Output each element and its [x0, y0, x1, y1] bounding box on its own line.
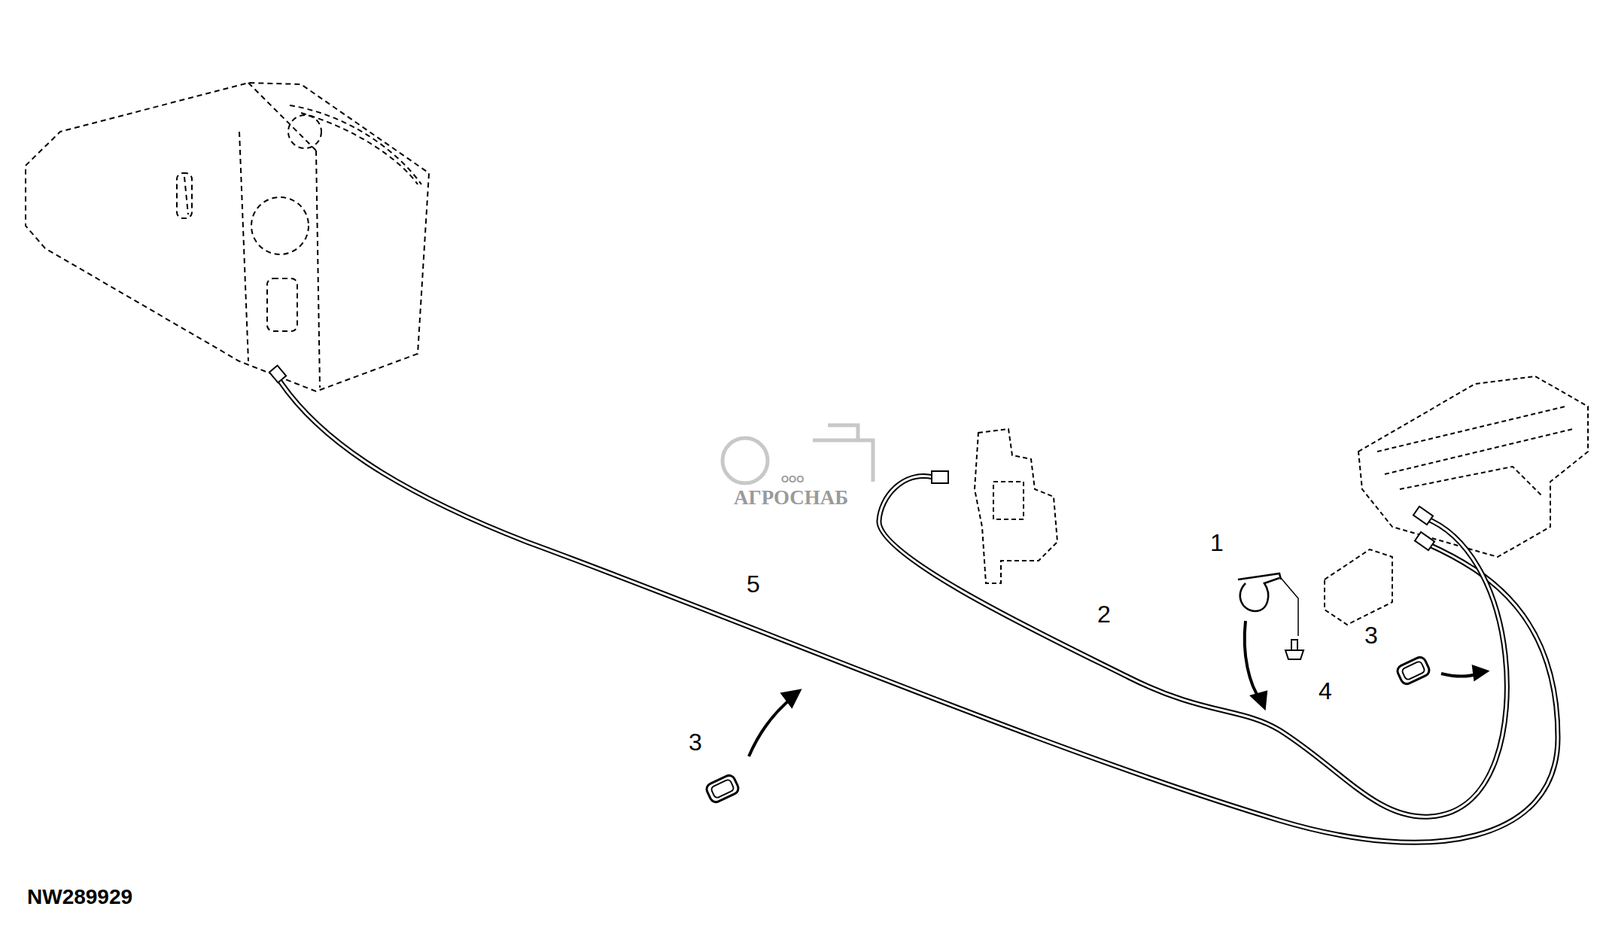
watermark-logo	[722, 425, 874, 484]
callout-number: 3	[1364, 623, 1378, 648]
valve-outline	[974, 428, 1058, 584]
bolt-part	[1285, 639, 1304, 660]
callout-number: 1	[1210, 530, 1224, 555]
callout-number: 3	[688, 730, 703, 755]
callout-number: 2	[1097, 602, 1111, 627]
seal-part	[704, 655, 1431, 804]
clamp-part	[1238, 573, 1299, 636]
install-arrow	[748, 620, 1487, 757]
hose-2	[879, 476, 1507, 818]
valve-bank-outline	[1324, 376, 1588, 625]
hose-fitting	[269, 365, 1435, 551]
hose-5	[277, 377, 1558, 843]
watermark-text: ООО	[781, 474, 804, 484]
tank-outline	[25, 82, 429, 392]
watermark-text: АГРОСНАБ	[733, 487, 849, 508]
callout-number: 5	[746, 571, 761, 597]
figure-id: NW289929	[27, 886, 133, 908]
callout-number: 4	[1318, 678, 1333, 703]
